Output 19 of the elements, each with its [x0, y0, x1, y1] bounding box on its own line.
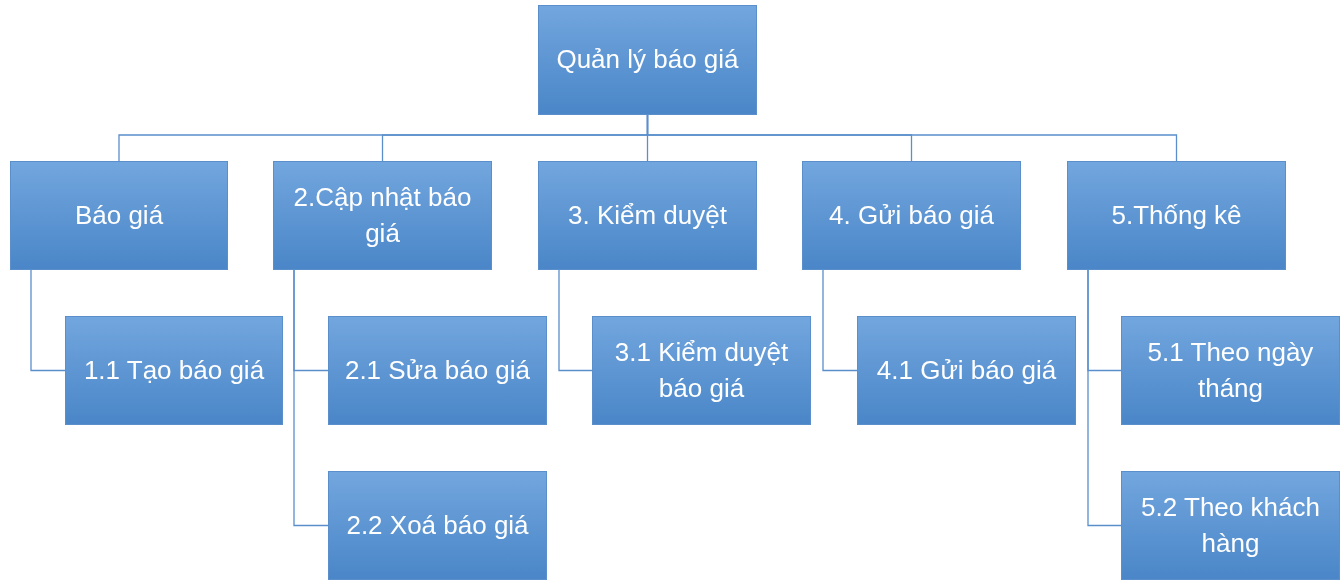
- process-box: 5.1 Theo ngày tháng: [1121, 316, 1340, 425]
- process-box: 5.Thống kê: [1067, 161, 1286, 270]
- connector-line: [1087, 269, 1122, 527]
- process-box: 4.1 Gửi báo giá: [857, 316, 1076, 425]
- process-box: 3.1 Kiểm duyệt báo giá: [592, 316, 811, 425]
- connector-line: [293, 269, 329, 527]
- process-box: 2.2 Xoá báo giá: [328, 471, 547, 580]
- connector-line: [30, 269, 66, 372]
- process-box: Quản lý báo giá: [538, 5, 757, 115]
- process-box: Báo giá: [10, 161, 228, 270]
- connector-line: [646, 114, 1178, 162]
- process-box: 5.2 Theo khách hàng: [1121, 471, 1340, 580]
- process-box: 2.Cập nhật báo giá: [273, 161, 492, 270]
- connector-line: [822, 269, 858, 372]
- process-box: 2.1 Sửa báo giá: [328, 316, 547, 425]
- process-box: 3. Kiểm duyệt: [538, 161, 757, 270]
- connector-line: [558, 269, 593, 372]
- process-box: 1.1 Tạo báo giá: [65, 316, 283, 425]
- process-box: 4. Gửi báo giá: [802, 161, 1021, 270]
